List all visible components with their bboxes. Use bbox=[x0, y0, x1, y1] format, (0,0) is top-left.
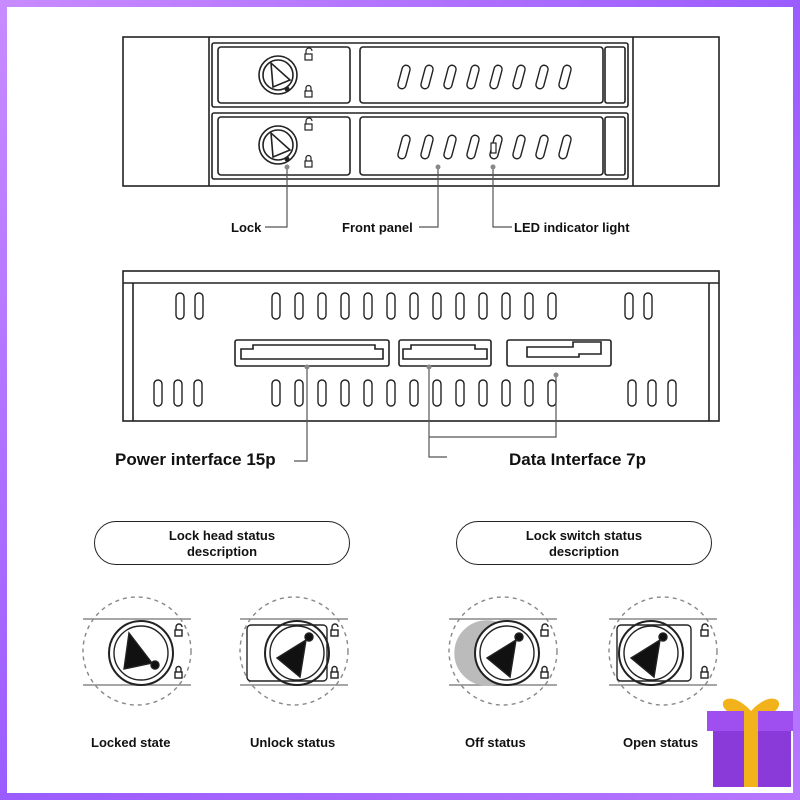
padlock-closed-icon bbox=[174, 665, 183, 679]
status-off-drawing bbox=[448, 596, 558, 706]
padlock-closed-icon bbox=[304, 84, 313, 168]
lock-head-title-line1: Lock head status bbox=[168, 528, 276, 543]
lock-switch-status-title: Lock switch status description bbox=[456, 521, 712, 565]
label-power-interface: Power interface 15p bbox=[115, 450, 276, 469]
front-panel-bottom bbox=[359, 116, 604, 176]
label-unlock-status: Unlock status bbox=[250, 735, 336, 750]
padlock-open-icon bbox=[540, 623, 549, 637]
status-open-drawing bbox=[608, 596, 718, 706]
padlock-open-icon bbox=[330, 623, 339, 637]
sata-connectors bbox=[234, 339, 612, 367]
tray-top bbox=[211, 42, 629, 108]
padlock-closed-icon bbox=[700, 665, 709, 679]
front-view-drawing bbox=[82, 36, 793, 787]
back-vents-top bbox=[175, 292, 653, 320]
label-data-interface: Data Interface 7p bbox=[509, 450, 646, 469]
gift-box-icon bbox=[707, 698, 793, 787]
label-open-status: Open status bbox=[623, 735, 699, 750]
led-indicator-light bbox=[490, 142, 497, 154]
status-locked-drawing bbox=[82, 596, 192, 706]
label-led-indicator: LED indicator light bbox=[514, 220, 630, 235]
lock-top bbox=[258, 55, 298, 95]
lock-switch-title-line1: Lock switch status bbox=[525, 528, 643, 543]
label-locked-state: Locked state bbox=[91, 735, 171, 750]
label-off-status: Off status bbox=[465, 735, 526, 750]
padlock-open-icon bbox=[700, 623, 709, 637]
back-enclosure bbox=[122, 270, 720, 422]
front-panel-top bbox=[359, 46, 604, 104]
padlock-open-icon bbox=[174, 623, 183, 637]
diagram-frame: Lock Front panel LED indicator light Pow… bbox=[7, 7, 793, 793]
tray-bottom bbox=[211, 112, 629, 180]
lock-head-title-line2: description bbox=[186, 544, 258, 559]
lock-switch-title-line2: description bbox=[548, 544, 620, 559]
front-enclosure bbox=[122, 36, 720, 187]
padlock-open-icon bbox=[304, 47, 313, 131]
label-front-panel: Front panel bbox=[342, 220, 413, 235]
label-lock: Lock bbox=[231, 220, 262, 235]
padlock-closed-icon bbox=[330, 665, 339, 679]
lock-head-status-title: Lock head status description bbox=[94, 521, 350, 565]
front-panel-vents bbox=[397, 64, 572, 160]
back-vents-bottom bbox=[153, 379, 677, 407]
power-connector-15p bbox=[234, 339, 390, 367]
status-unlock-drawing bbox=[239, 596, 349, 706]
data-connector-7p bbox=[398, 339, 492, 367]
sata-port bbox=[506, 339, 612, 367]
lock-bottom bbox=[258, 125, 298, 165]
padlock-closed-icon bbox=[540, 665, 549, 679]
